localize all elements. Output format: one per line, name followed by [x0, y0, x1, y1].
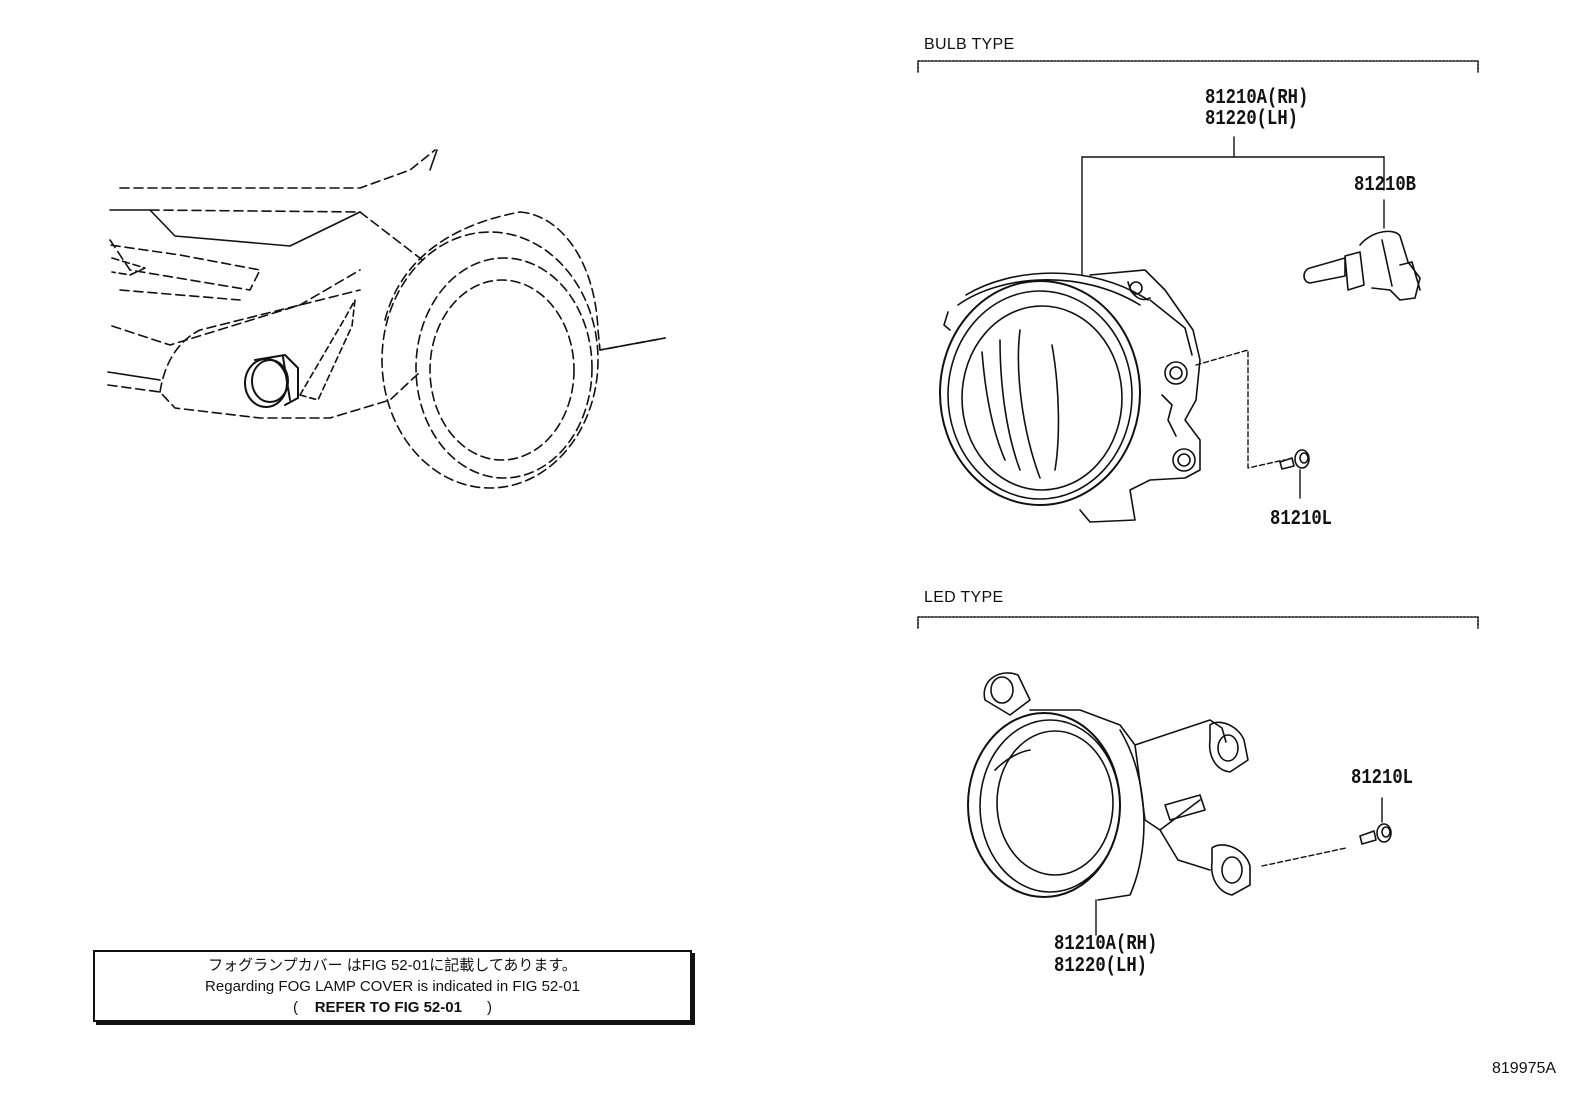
- led-type-bracket: [917, 616, 1479, 629]
- part-label-81210a-rh: 81210A(RH): [1205, 87, 1309, 110]
- note-english: Regarding FOG LAMP COVER is indicated in…: [205, 978, 580, 995]
- bulb-fog-lamp-housing: [939, 269, 1201, 523]
- bulb-type-title: BULB TYPE: [924, 36, 1015, 53]
- fog-lamp-highlight: [244, 354, 299, 408]
- screw-81210l-bulb: [1279, 449, 1310, 470]
- note-refer: ( REFER TO FIG 52-01 ): [95, 997, 690, 1018]
- part-label-81220-lh: 81220(LH): [1205, 108, 1299, 131]
- led-type-title: LED TYPE: [924, 589, 1004, 606]
- figure-number: 819975A: [1492, 1060, 1557, 1077]
- led-type-leaders: [1095, 797, 1383, 936]
- refer-open-paren: (: [293, 999, 299, 1016]
- led-fog-lamp-housing: [967, 672, 1251, 901]
- bulb-type-bracket: [917, 60, 1479, 73]
- bulb-type-leaders: [1081, 136, 1385, 499]
- refer-text: REFER TO FIG 52-01: [314, 999, 462, 1016]
- reference-note: フォグランプカバー はFIG 52-01に記載してあります。 Regarding…: [93, 950, 692, 1022]
- refer-close-paren: ): [486, 999, 492, 1016]
- vehicle-front-illustration: [107, 149, 666, 489]
- note-japanese: フォグランプカバー はFIG 52-01に記載してあります。: [208, 957, 577, 974]
- part-label-81220-lh-led: 81220(LH): [1054, 955, 1148, 978]
- part-label-81210a-rh-led: 81210A(RH): [1054, 933, 1158, 956]
- part-label-81210l-bulb: 81210L: [1270, 508, 1333, 531]
- screw-81210l-led: [1359, 823, 1392, 845]
- part-label-81210b: 81210B: [1354, 174, 1417, 197]
- part-label-81210l-led: 81210L: [1351, 767, 1414, 790]
- bulb-81210b: [1303, 230, 1421, 301]
